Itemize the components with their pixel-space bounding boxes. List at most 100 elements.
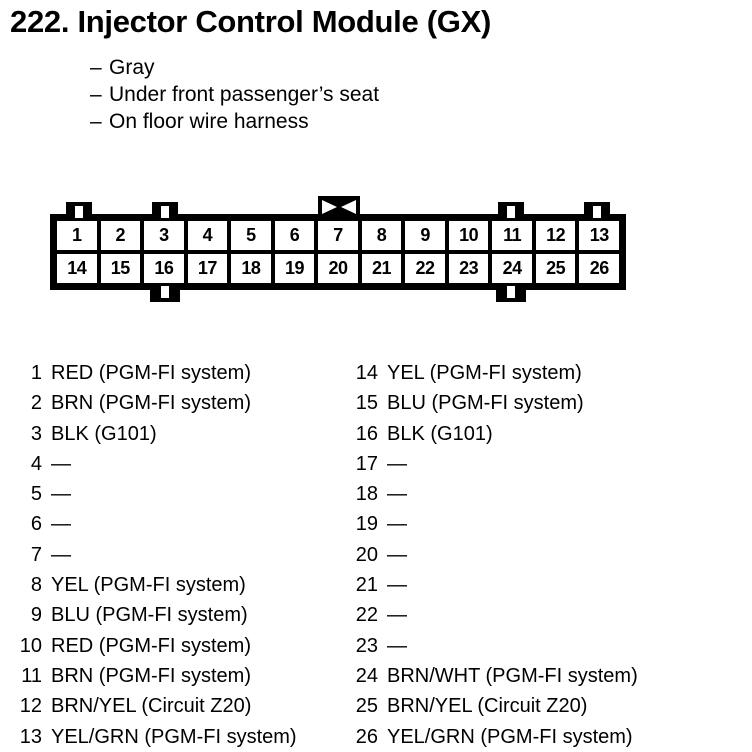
connector-pin-8: 8 [361, 221, 402, 250]
legend-row-pin-13: 13 YEL/GRN (PGM-FI system) [14, 722, 297, 752]
legend-pin-number: 2 [30, 392, 42, 415]
legend-pin-number: 13 [19, 725, 42, 748]
legend-pin-description: YEL (PGM-FI system) [387, 362, 582, 384]
legend-pin-number: 16 [355, 422, 378, 445]
legend-pin-description: — [51, 483, 71, 506]
legend-pin-description: BLK (G101) [387, 422, 493, 445]
tab-notch [506, 286, 515, 298]
legend-pin-description: BRN/YEL (Circuit Z20) [51, 695, 252, 718]
legend-pin-description: BRN/WHT (PGM-FI system) [387, 664, 638, 687]
legend-row-pin-10: 10 RED (PGM-FI system) [14, 631, 297, 661]
legend-pin-description: — [387, 513, 407, 536]
legend-pin-number: 18 [355, 483, 378, 506]
connector-pin-6: 6 [274, 221, 315, 250]
legend-pin-number: 8 [30, 574, 42, 597]
connector-pin-20: 20 [318, 254, 358, 283]
legend-row-pin-22: 22— [350, 600, 638, 630]
legend-row-pin-19: 19 — [350, 509, 638, 539]
legend-pin-number: 1 [30, 362, 42, 384]
legend-row-pin-23: 23 — [350, 631, 638, 661]
legend-pin-number: 26 [355, 725, 378, 748]
tab-notch [161, 206, 170, 218]
legend-row-pin-11: 11 BRN (PGM-FI system) [14, 661, 297, 691]
bullet-dash-icon: – [90, 110, 102, 133]
legend-pin-number: 22 [355, 604, 378, 627]
connector-pin-11: 11 [492, 221, 532, 250]
bottom-keying-tab-pin-16 [150, 286, 181, 302]
connector-pin-12: 12 [535, 221, 576, 250]
connector-pin-2: 2 [100, 221, 141, 250]
legend-pin-description: BLU (PGM-FI system) [387, 392, 584, 415]
legend-row-pin-12: 12 BRN/YEL (Circuit Z20) [14, 691, 297, 721]
legend-pin-description: RED (PGM-FI system) [51, 634, 251, 657]
legend-pin-description: BRN (PGM-FI system) [51, 664, 251, 687]
bullet-text: On floor wire harness [109, 110, 309, 133]
legend-pin-number: 14 [355, 362, 378, 384]
top-keying-tab-pin-13 [584, 202, 611, 218]
connector-pin-26: 26 [579, 254, 619, 283]
legend-row-pin-2: 2 BRN (PGM-FI system) [14, 388, 297, 418]
bullet-dash-icon: – [90, 56, 102, 79]
bullet-text: Under front passenger’s seat [109, 83, 380, 106]
legend-pin-number: 19 [355, 513, 378, 536]
connector-pin-17: 17 [187, 254, 228, 283]
legend-pin-number: 15 [355, 392, 378, 415]
legend-pin-number: 12 [19, 695, 42, 718]
connector-pin-13: 13 [579, 221, 619, 250]
legend-pin-number: 17 [355, 452, 378, 475]
connector-pin-5: 5 [231, 221, 271, 250]
legend-row-pin-17: 17 — [350, 449, 638, 479]
connector-pin-7: 7 [318, 221, 358, 250]
legend-pin-description: — [387, 543, 407, 566]
connector-pin-23: 23 [448, 254, 489, 283]
legend-row-pin-3: 3 BLK (G101) [14, 419, 297, 449]
legend-pin-description: YEL/GRN (PGM-FI system) [51, 725, 297, 748]
bullet-item: –Gray [90, 54, 379, 81]
legend-pin-number: 23 [355, 634, 378, 657]
connector-pin-21: 21 [361, 254, 402, 283]
connector-pin-19: 19 [274, 254, 315, 283]
legend-pin-description: — [51, 452, 71, 475]
legend-pin-description: — [387, 452, 407, 475]
top-keying-tab-pin-3 [152, 202, 179, 218]
connector-pin-4: 4 [187, 221, 228, 250]
bullet-dash-icon: – [90, 83, 102, 106]
legend-row-pin-21: 21— [350, 570, 638, 600]
description-bullet-list: –Gray–Under front passenger’s seat–On fl… [90, 54, 379, 135]
connector-pin-15: 15 [100, 254, 141, 283]
legend-pin-description: YEL (PGM-FI system) [51, 574, 246, 597]
top-keying-tab-pin-11 [497, 202, 524, 218]
connector-pin-1: 1 [57, 221, 97, 250]
legend-pin-number: 20 [355, 543, 378, 566]
bowtie-inner [322, 200, 356, 214]
connector-pin-18: 18 [231, 254, 271, 283]
top-keying-tab-pin-1 [65, 202, 92, 218]
legend-row-pin-5: 5— [14, 479, 297, 509]
connector-pin-3: 3 [144, 221, 184, 250]
legend-pin-number: 11 [21, 664, 42, 687]
legend-pin-number: 10 [19, 634, 42, 657]
legend-pin-number: 3 [30, 422, 42, 445]
legend-pin-description: — [51, 513, 71, 536]
connector-pin-10: 10 [448, 221, 489, 250]
legend-pin-description: BLU (PGM-FI system) [51, 604, 248, 627]
connector-pin-25: 25 [535, 254, 576, 283]
tab-notch [161, 286, 170, 298]
legend-pin-description: — [387, 634, 407, 657]
legend-pin-description: BRN (PGM-FI system) [51, 392, 251, 415]
legend-row-pin-18: 18— [350, 479, 638, 509]
legend-pin-description: BLK (G101) [51, 422, 157, 445]
bowtie-triangle-right [341, 200, 356, 214]
tab-notch [74, 206, 83, 218]
legend-row-pin-8: 8 YEL (PGM-FI system) [14, 570, 297, 600]
legend-pin-number: 9 [30, 604, 42, 627]
legend-pin-description: — [387, 574, 407, 597]
legend-row-pin-14: 14 YEL (PGM-FI system) [350, 358, 638, 388]
